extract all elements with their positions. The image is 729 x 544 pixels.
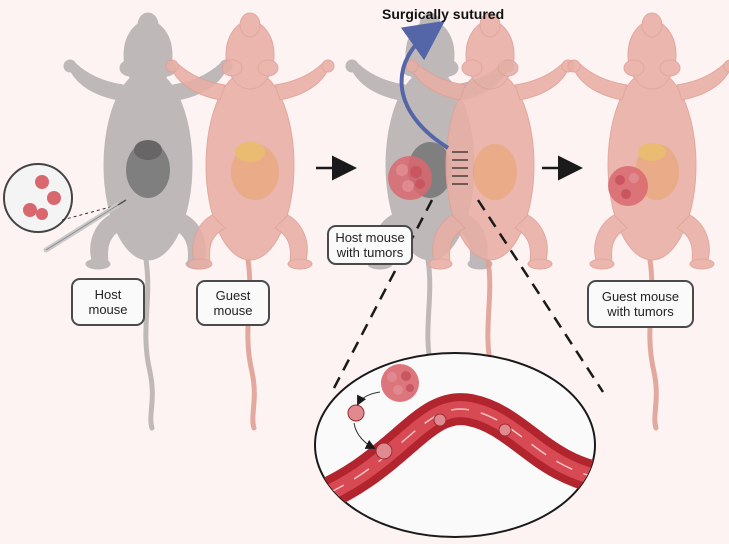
cell-path-arrow-2 (353, 422, 376, 449)
tumor-cluster-icon (381, 364, 419, 402)
zoom-ellipse (314, 352, 596, 538)
guest-mouse-with-tumors-icon (568, 13, 729, 428)
guest-mouse-icon (166, 13, 334, 428)
sutured-guest-mouse-icon (406, 13, 574, 428)
host-mouse-label: Host mouse (71, 278, 145, 326)
surgically-sutured-arrow (399, 20, 450, 150)
syringe-icon (43, 199, 127, 253)
host-mouse-with-tumors-label: Host mouse with tumors (327, 225, 413, 265)
host-mouse-icon (64, 13, 232, 428)
suture-marks-icon (452, 151, 468, 185)
guest-tumor-icon (608, 166, 648, 206)
guest-mouse-with-tumors-label: Guest mouse with tumors (587, 280, 694, 328)
surgically-sutured-title: Surgically sutured (382, 6, 504, 22)
guest-mouse-label: Guest mouse (196, 280, 270, 326)
zoom-line-left (331, 199, 434, 391)
host-tumor-icon (388, 156, 432, 200)
tumor-cells-bubble-icon (3, 163, 119, 233)
zoom-line-right (476, 199, 605, 393)
cell-path-arrow-1 (357, 391, 381, 406)
circulating-tumor-cell-icon (347, 404, 365, 422)
